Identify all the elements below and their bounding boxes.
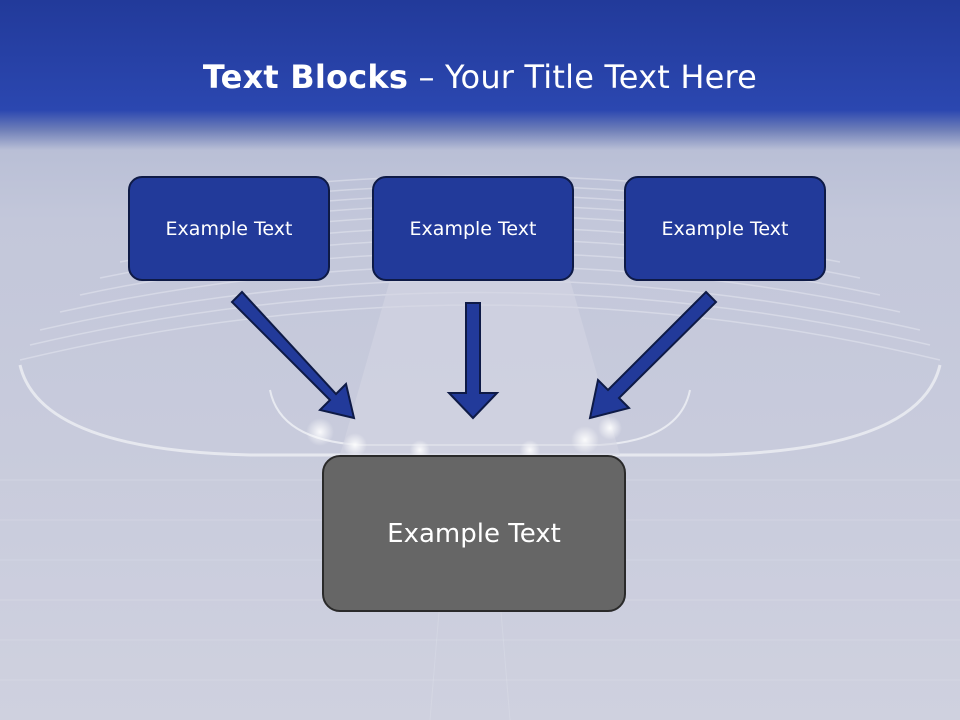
arrow-down-left-icon (588, 290, 718, 420)
title-rest-text: – Your Title Text Here (408, 58, 758, 96)
text-block-bottom-label: Example Text (387, 518, 561, 549)
text-block-label: Example Text (409, 217, 537, 240)
slide-title: Text Blocks – Your Title Text Here (0, 52, 960, 102)
text-block-right[interactable]: Example Text (624, 176, 826, 281)
arrow-down-right-icon (230, 290, 356, 420)
text-block-left[interactable]: Example Text (128, 176, 330, 281)
text-block-label: Example Text (661, 217, 789, 240)
arrow-down-icon (446, 302, 500, 420)
text-block-center[interactable]: Example Text (372, 176, 574, 281)
title-bold-text: Text Blocks (202, 58, 409, 96)
text-block-bottom[interactable]: Example Text (322, 455, 626, 612)
text-block-label: Example Text (165, 217, 293, 240)
